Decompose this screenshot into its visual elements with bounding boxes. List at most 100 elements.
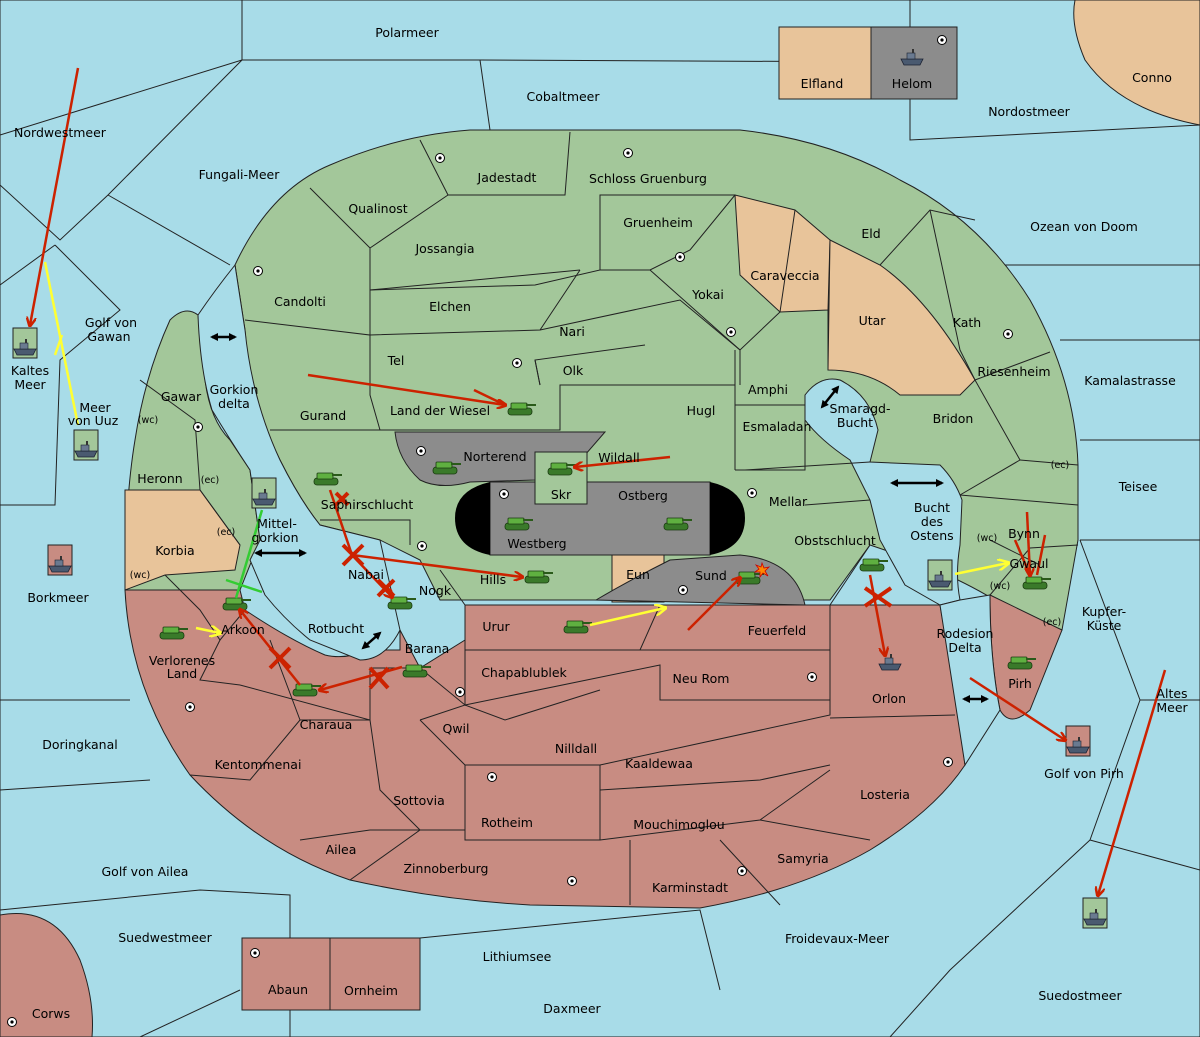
- label-cobaltmeer: Cobaltmeer: [526, 89, 600, 104]
- unit-ship-kaltes-meer[interactable]: [12, 327, 38, 359]
- label-bucht-1: Bucht: [914, 500, 950, 515]
- label-zinnoberburg: Zinnoberburg: [403, 861, 488, 876]
- region-conno[interactable]: [1073, 0, 1200, 126]
- label-altes-2: Meer: [1156, 700, 1188, 715]
- label-candolti: Candolti: [274, 294, 326, 309]
- coast-gwaul-wc: (wc): [990, 581, 1010, 592]
- unit-ship-bucht-ostens[interactable]: [927, 559, 953, 591]
- label-eun: Eun: [626, 567, 650, 582]
- unit-army-hills[interactable]: [524, 570, 554, 584]
- label-neu-rom: Neu Rom: [673, 671, 730, 686]
- label-golf-gawan-1: Golf von: [85, 315, 137, 330]
- label-kamala: Kamalastrasse: [1084, 373, 1176, 388]
- region-corws[interactable]: [0, 913, 93, 1037]
- unit-army-verlorenes-land[interactable]: [159, 626, 189, 640]
- label-olk: Olk: [563, 363, 584, 378]
- label-barana: Barana: [405, 641, 450, 656]
- label-kaltes-1: Kaltes: [11, 363, 49, 378]
- unit-ship-borkmeer[interactable]: [47, 544, 73, 576]
- sea-smaragd-bucht: [804, 378, 963, 606]
- failed-marks: [268, 491, 893, 690]
- label-bynn: Bynn: [1008, 526, 1040, 541]
- unit-ship-uuz[interactable]: [73, 429, 99, 461]
- unit-army-saphirschlucht[interactable]: [313, 472, 343, 486]
- cap-east: [710, 482, 745, 555]
- label-conno: Conno: [1132, 70, 1172, 85]
- label-fungali: Fungali-Meer: [199, 167, 281, 182]
- label-lithiumsee: Lithiumsee: [483, 949, 552, 964]
- label-uuz-1: Meer: [79, 400, 111, 415]
- label-uuz-2: von Uuz: [68, 413, 119, 428]
- label-yokai: Yokai: [691, 287, 724, 302]
- sea-rodesion-delta: [939, 594, 1001, 767]
- label-nogk: Nogk: [419, 583, 452, 598]
- unit-army-arkoon[interactable]: [222, 597, 252, 611]
- region-elfland[interactable]: [778, 26, 872, 100]
- label-wildall: Wildall: [598, 450, 640, 465]
- label-utar: Utar: [859, 313, 887, 328]
- region-ornheim[interactable]: [329, 937, 421, 1011]
- convoy-order: [225, 509, 264, 599]
- unit-ship-suedostmeer[interactable]: [1082, 897, 1108, 929]
- label-mellar: Mellar: [769, 494, 808, 509]
- label-corws: Corws: [32, 1006, 70, 1021]
- unit-ship-mittelgorkion[interactable]: [251, 477, 277, 509]
- label-tel: Tel: [387, 353, 405, 368]
- unit-army-ostberg[interactable]: [663, 517, 693, 531]
- unit-army-pirh[interactable]: [1007, 656, 1037, 670]
- unit-army-westberg[interactable]: [504, 517, 534, 531]
- label-obstschlucht: Obstschlucht: [794, 533, 876, 548]
- label-elfland: Elfland: [801, 76, 844, 91]
- region-skr[interactable]: [534, 451, 588, 505]
- label-charaua: Charaua: [300, 717, 353, 732]
- unit-army-urur[interactable]: [563, 620, 593, 634]
- label-gorkion-1: Gorkion: [210, 382, 259, 397]
- label-teisee: Teisee: [1118, 479, 1158, 494]
- sea-labels: Polarmeer Cobaltmeer Nordwestmeer Fungal…: [11, 25, 1189, 1021]
- unit-army-barana[interactable]: [402, 664, 432, 678]
- unit-army-land-der-wiesel[interactable]: [507, 402, 537, 416]
- label-bucht-3: Ostens: [910, 528, 953, 543]
- coast-gwaul-ec: (ec): [1043, 617, 1061, 628]
- label-golf-ailea: Golf von Ailea: [102, 864, 189, 879]
- label-doringkanal: Doringkanal: [42, 737, 117, 752]
- label-pirh: Pirh: [1008, 676, 1032, 691]
- label-rotbucht: Rotbucht: [308, 621, 364, 636]
- supply-centers: [7, 35, 1013, 1027]
- region-sund-gray[interactable]: [594, 554, 806, 606]
- label-kupfer-2: Küste: [1087, 618, 1122, 633]
- label-jadestadt: Jadestadt: [477, 170, 537, 185]
- unit-ship-golf-pirh[interactable]: [1065, 725, 1091, 757]
- label-helom: Helom: [892, 76, 932, 91]
- unit-army-obstschlucht[interactable]: [859, 558, 889, 572]
- unit-army-skr[interactable]: [547, 462, 577, 476]
- label-westberg: Westberg: [507, 536, 566, 551]
- label-altes-1: Altes: [1156, 686, 1187, 701]
- unit-army-charaua[interactable]: [292, 683, 322, 697]
- unit-army-nogk[interactable]: [387, 596, 417, 610]
- label-nilldall: Nilldall: [555, 741, 597, 756]
- label-gwaul: Gwaul: [1010, 556, 1049, 571]
- label-korbia: Korbia: [155, 543, 194, 558]
- label-gruenheim: Gruenheim: [623, 215, 693, 230]
- label-ozean: Ozean von Doom: [1030, 219, 1138, 234]
- label-ailea: Ailea: [326, 842, 357, 857]
- cap-west: [455, 482, 490, 555]
- unit-army-norterend[interactable]: [432, 461, 462, 475]
- label-norterend: Norterend: [463, 449, 526, 464]
- label-riesenheim: Riesenheim: [977, 364, 1050, 379]
- label-hills: Hills: [480, 572, 506, 587]
- coast-korbia-ec: (ec): [217, 527, 235, 538]
- ring-landmass-south[interactable]: [124, 589, 966, 909]
- label-skr: Skr: [551, 487, 572, 502]
- coast-gawar-wc: (wc): [138, 415, 158, 426]
- label-qwil: Qwil: [442, 721, 469, 736]
- label-gurand: Gurand: [300, 408, 346, 423]
- label-bridon: Bridon: [933, 411, 974, 426]
- unit-army-gwaul[interactable]: [1022, 576, 1052, 590]
- label-urur: Urur: [482, 619, 510, 634]
- label-kath: Kath: [953, 315, 981, 330]
